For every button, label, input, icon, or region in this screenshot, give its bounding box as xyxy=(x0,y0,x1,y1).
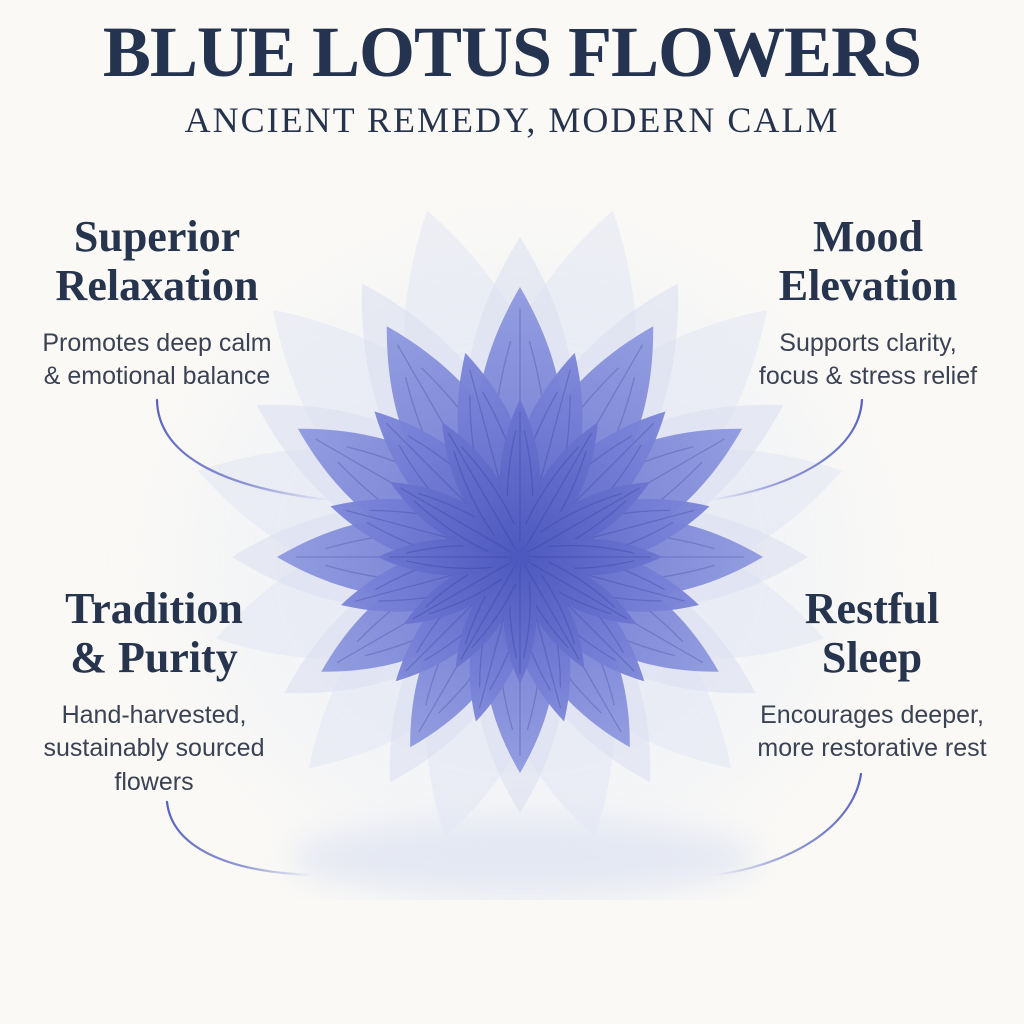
lotus-petal xyxy=(520,481,650,558)
benefit-description-line: Supports clarity, xyxy=(779,328,957,357)
benefit-description: Hand-harvested, sustainably sourced flow… xyxy=(0,699,314,800)
benefit-tradition-purity: Tradition & Purity Hand-harvested, susta… xyxy=(0,584,314,799)
benefit-description-line: Hand-harvested, xyxy=(61,700,247,729)
benefit-description-line: more restorative rest xyxy=(757,734,987,763)
lotus-petal xyxy=(519,557,585,669)
benefit-description-line: & emotional balance xyxy=(43,362,271,391)
benefit-description-line: Encourages deeper, xyxy=(760,700,984,729)
benefit-mood-elevation: Mood Elevation Supports clarity, focus &… xyxy=(708,212,1024,394)
connector-curve-top-left xyxy=(155,398,332,502)
benefit-title-line: Relaxation xyxy=(55,261,259,311)
flower-shadow xyxy=(288,818,758,898)
connector-path xyxy=(713,772,863,877)
benefit-superior-relaxation: Superior Relaxation Promotes deep calm &… xyxy=(0,212,317,394)
benefit-title: Tradition & Purity xyxy=(0,584,314,683)
connector-path xyxy=(708,398,864,502)
petal-layers xyxy=(198,210,842,837)
benefit-title-line: Mood xyxy=(813,212,923,261)
petal-ring xyxy=(377,399,663,684)
flower-center xyxy=(509,546,531,568)
benefit-description-line: sustainably sourced xyxy=(43,734,265,763)
benefit-description: Supports clarity, focus & stress relief xyxy=(708,327,1024,394)
benefit-title: Superior Relaxation xyxy=(0,212,317,311)
connector-curve-bottom-left xyxy=(165,800,314,877)
lotus-petal xyxy=(519,421,598,557)
benefit-title-line: Restful xyxy=(804,584,940,633)
benefit-restful-sleep: Restful Sleep Encourages deeper, more re… xyxy=(712,584,1024,766)
benefit-title-line: & Purity xyxy=(70,633,238,683)
benefit-title-line: Superior xyxy=(73,212,241,261)
benefit-title: Mood Elevation xyxy=(708,212,1024,311)
page-subtitle: ANCIENT REMEDY, MODERN CALM xyxy=(184,100,840,140)
lotus-petal xyxy=(403,556,520,625)
connector-path xyxy=(155,398,332,502)
benefit-description: Promotes deep calm & emotional balance xyxy=(0,327,317,394)
benefit-description-line: Promotes deep calm xyxy=(42,328,272,357)
benefit-title-line: Elevation xyxy=(778,261,958,311)
benefit-title-line: Sleep xyxy=(821,633,923,683)
header: BLUE LOTUS FLOWERS ANCIENT REMEDY, MODER… xyxy=(0,16,1024,138)
lotus-petal xyxy=(390,481,520,558)
page-title: BLUE LOTUS FLOWERS xyxy=(102,12,922,92)
benefit-description-line: focus & stress relief xyxy=(758,362,978,391)
petal-vein xyxy=(437,427,526,556)
lotus-flower-illustration xyxy=(190,210,850,898)
connector-curve-bottom-right xyxy=(713,772,863,877)
benefit-title-line: Tradition xyxy=(65,584,243,633)
connector-curve-top-right xyxy=(708,398,864,502)
lotus-petal xyxy=(520,556,637,625)
lotus-petal xyxy=(442,421,521,557)
benefit-description-line: flowers xyxy=(114,767,194,796)
lotus-petal xyxy=(455,557,521,669)
connector-path xyxy=(165,800,314,877)
benefit-title: Restful Sleep xyxy=(712,584,1024,683)
benefit-description: Encourages deeper, more restorative rest xyxy=(712,699,1024,766)
